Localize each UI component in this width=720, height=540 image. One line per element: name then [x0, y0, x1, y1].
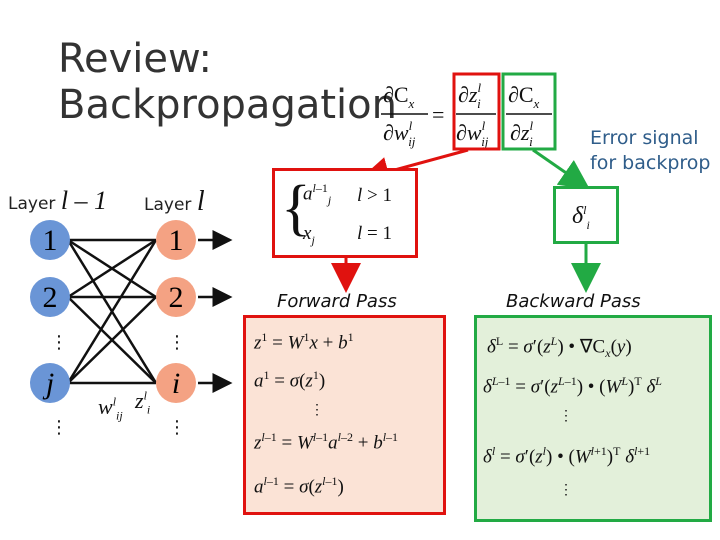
cur-ellipsis-1: ⋮ [168, 332, 186, 353]
error-signal-label: Error signal for backprop [590, 127, 711, 174]
layer-cur-label: Layer l [144, 186, 205, 217]
cases-brace: { [281, 174, 311, 242]
cur-node-1-label: 1 [169, 224, 184, 257]
svg-text:∂wlij: ∂wlij [383, 118, 416, 149]
case2-condition: l = 1 [357, 223, 392, 244]
svg-text:∂zli: ∂zli [510, 118, 533, 149]
prev-node-j [30, 363, 70, 403]
weight-label: wlij [98, 394, 123, 423]
title-line-2: Backpropagation [58, 82, 397, 128]
prev-ellipsis-1: ⋮ [50, 332, 68, 353]
edge-j-1 [66, 239, 158, 384]
network-diagram: 1 2 j 1 2 i ⋮ ⋮ ⋮ ⋮ [30, 220, 233, 438]
layer-prev-label: Layer l – 1 [8, 186, 108, 215]
backward-pass-box: δL = σ′(zL) • ∇Cx(y) δL–1 = σ′(zL–1) • (… [474, 315, 712, 522]
dc-dz-highlight [501, 72, 557, 151]
backward-eq-1: δL = σ′(zL) • ∇Cx(y) [487, 334, 632, 361]
forward-pass-box: z1 = W1x + b1 a1 = σ(z1) ⋮ zl–1 = Wl–1al… [243, 315, 446, 515]
forward-pass-title: Forward Pass [277, 291, 397, 312]
cur-node-i [156, 363, 196, 403]
prev-node-1 [30, 220, 70, 260]
cur-node-1 [156, 220, 196, 260]
prev-node-2 [30, 277, 70, 317]
cur-ellipsis-2: ⋮ [168, 417, 186, 438]
cur-layer-nodes: 1 2 i [156, 220, 196, 403]
dz-dw-highlight [452, 72, 501, 151]
svg-text:∂wlij: ∂wlij [456, 118, 489, 149]
forward-cases-box: { al–1j l > 1 xj l = 1 [272, 168, 418, 258]
case2-value: xj [303, 223, 315, 247]
green-arrow-top [532, 148, 590, 190]
forward-dots: ⋮ [310, 403, 324, 418]
svg-text:=: = [432, 102, 444, 127]
title-line-1: Review: [58, 36, 213, 82]
backward-dots-2: ⋮ [559, 483, 573, 498]
backward-eq-2: δL–1 = σ′(zL–1) • (WL)T δL [483, 374, 662, 398]
edge-j-2 [67, 296, 157, 384]
delta-box: δli [553, 186, 619, 244]
delta-label: δli [572, 203, 590, 232]
prev-node-2-label: 2 [43, 281, 58, 314]
forward-eq-3: zl–1 = Wl–1al–2 + bl–1 [254, 430, 399, 454]
backward-dots-1: ⋮ [559, 409, 573, 424]
cur-node-i-label: i [172, 367, 180, 400]
page-title: Review: Backpropagation [58, 36, 397, 128]
edge-2-1 [67, 238, 157, 299]
cur-node-2-label: 2 [169, 281, 184, 314]
prev-node-1-label: 1 [43, 224, 58, 257]
case1-condition: l > 1 [357, 185, 392, 206]
backward-pass-title: Backward Pass [506, 291, 641, 312]
forward-eq-1: z1 = W1x + b1 [254, 330, 354, 354]
prev-node-j-label: j [42, 367, 54, 400]
case1-value: al–1j [303, 181, 332, 208]
prev-layer-nodes: 1 2 j [30, 220, 70, 403]
cur-node-2 [156, 277, 196, 317]
svg-text:∂zli: ∂zli [458, 80, 481, 111]
prev-ellipsis-2: ⋮ [50, 417, 68, 438]
forward-eq-4: al–1 = σ(zl–1) [254, 474, 344, 498]
backward-eq-3: δl = σ′(zl) • (Wl+1)T δl+1 [483, 444, 651, 468]
forward-eq-2: a1 = σ(z1) [254, 368, 326, 392]
z-label: zli [135, 388, 151, 417]
